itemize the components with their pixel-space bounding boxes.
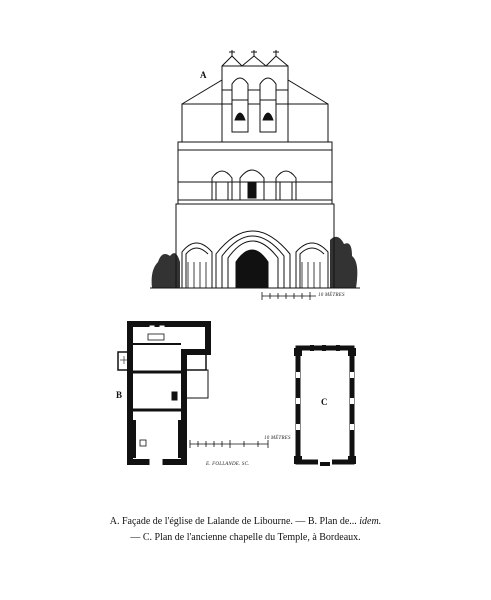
facade-scale-label: 10 MÈTRES bbox=[318, 293, 345, 298]
belfry bbox=[181, 50, 329, 143]
ground-storey bbox=[150, 203, 360, 289]
shrub-right bbox=[330, 236, 358, 288]
plan-scale-bar bbox=[189, 440, 269, 448]
plan-c bbox=[294, 345, 356, 466]
figure-label-a: A bbox=[200, 70, 207, 80]
caption-line-2: — C. Plan de l'ancienne chapelle du Temp… bbox=[130, 532, 361, 543]
facade-scale-bar bbox=[261, 292, 316, 300]
plan-b bbox=[117, 321, 211, 467]
figure-label-c: C bbox=[321, 397, 328, 407]
engraver-credit: E. FOLLANDE. SC. bbox=[206, 462, 250, 467]
plan-scale-label: 10 MÈTRES bbox=[264, 436, 291, 441]
figure-label-b: B bbox=[116, 390, 123, 400]
middle-storey bbox=[177, 141, 333, 205]
shrub-left bbox=[151, 253, 180, 288]
caption-line-1-text: A. Façade de l'église de Lalande de Libo… bbox=[109, 516, 360, 527]
figure-caption: A. Façade de l'église de Lalande de Libo… bbox=[40, 514, 451, 546]
caption-line-1: A. Façade de l'église de Lalande de Libo… bbox=[40, 514, 451, 530]
caption-line-1-italic: idem. bbox=[359, 516, 382, 527]
